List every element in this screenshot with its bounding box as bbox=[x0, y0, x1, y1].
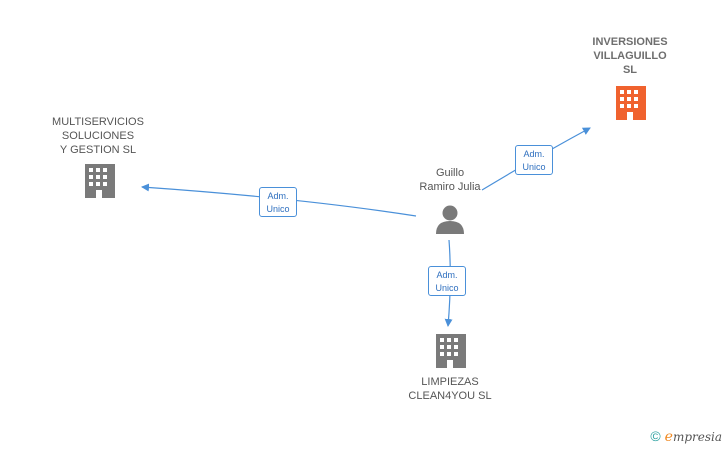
person-name-line1: Guillo bbox=[435, 167, 465, 179]
person-icon[interactable] bbox=[436, 205, 464, 235]
role-line1: Adm. bbox=[267, 191, 289, 201]
brand-initial: e bbox=[664, 429, 673, 445]
role-badge-multiservicios: Adm. Unico bbox=[259, 187, 297, 217]
company-label-line3: Y GESTION SL bbox=[59, 144, 137, 156]
company-label-line3: SL bbox=[622, 64, 638, 76]
building-icon-multiservicios[interactable] bbox=[85, 164, 115, 198]
brand-name: mpresia bbox=[672, 430, 722, 444]
role-badge-inversiones: Adm. Unico bbox=[515, 145, 553, 175]
role-badge-limpiezas: Adm. Unico bbox=[428, 266, 466, 296]
empresia-footer[interactable]: ©empresia bbox=[650, 428, 722, 445]
building-icon-inversiones[interactable] bbox=[616, 86, 646, 120]
person-name-line2: Ramiro Julia bbox=[419, 181, 481, 193]
person-name[interactable]: Guillo Ramiro Julia bbox=[400, 166, 500, 194]
company-label-line2: CLEAN4YOU SL bbox=[408, 390, 492, 402]
copyright-icon: © bbox=[650, 428, 661, 444]
company-label-line1: INVERSIONES bbox=[592, 36, 668, 48]
building-icon-limpiezas[interactable] bbox=[436, 334, 466, 368]
company-label-limpiezas[interactable]: LIMPIEZAS CLEAN4YOU SL bbox=[395, 375, 505, 403]
role-line2: Unico bbox=[522, 162, 546, 172]
role-line2: Unico bbox=[266, 204, 290, 214]
company-label-line1: MULTISERVICIOS bbox=[52, 116, 144, 128]
company-label-inversiones[interactable]: INVERSIONES VILLAGUILLO SL bbox=[575, 35, 685, 77]
company-label-multiservicios[interactable]: MULTISERVICIOS SOLUCIONES Y GESTION SL bbox=[38, 115, 158, 157]
role-line1: Adm. bbox=[436, 270, 458, 280]
role-line1: Adm. bbox=[523, 149, 545, 159]
company-label-line2: VILLAGUILLO bbox=[593, 50, 667, 62]
company-label-line2: SOLUCIONES bbox=[61, 130, 135, 142]
company-label-line1: LIMPIEZAS bbox=[421, 376, 479, 388]
role-line2: Unico bbox=[435, 283, 459, 293]
